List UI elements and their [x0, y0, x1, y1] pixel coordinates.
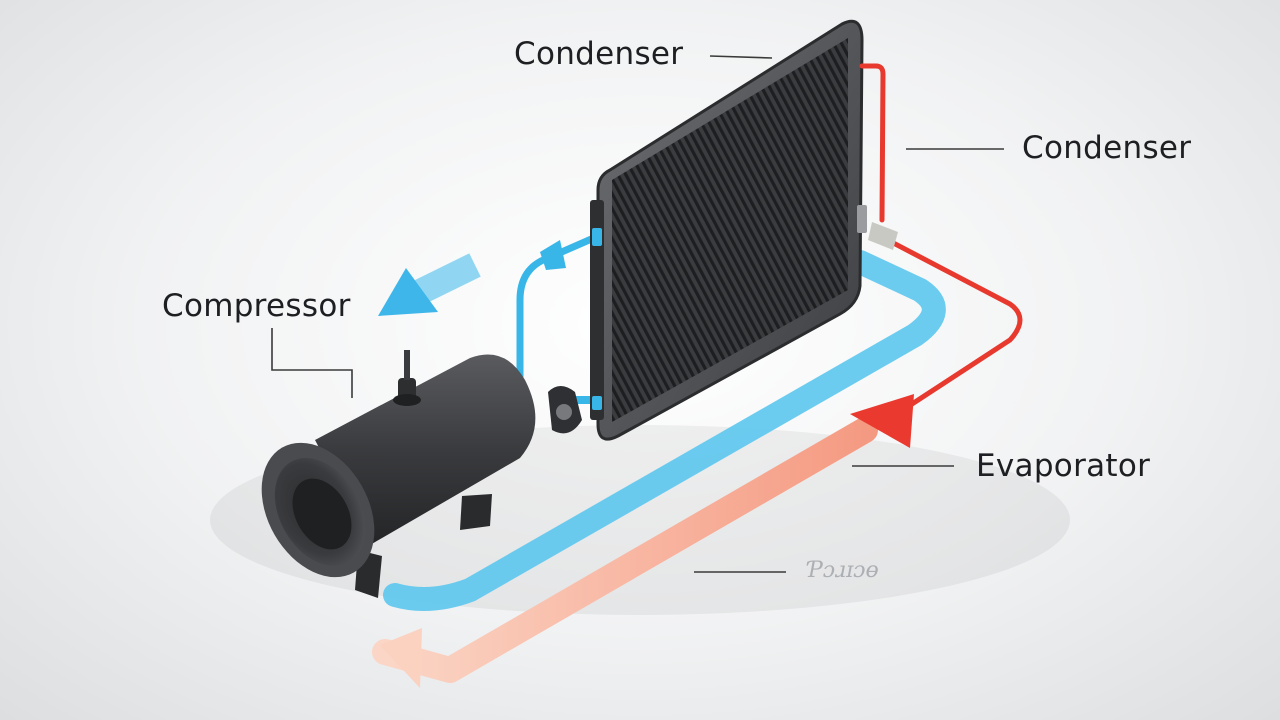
- hot-return-arrowhead: [380, 628, 422, 688]
- hot-line-vertical: [859, 63, 886, 223]
- hot-flow-arrowhead: [850, 394, 914, 448]
- label-compressor: Compressor: [162, 288, 351, 324]
- leader-condenser-top: [709, 55, 773, 59]
- faint-watermark-text: Ƥɔɹɪɔɵ: [808, 558, 879, 583]
- valve-fitting: [868, 222, 898, 250]
- label-evaporator: Evaporator: [976, 448, 1151, 484]
- pipe-arrow: [540, 240, 566, 270]
- cold-loop-line: [383, 250, 946, 611]
- leader-compressor: [271, 328, 353, 398]
- condenser-unit: [590, 19, 867, 441]
- compressor-unit: [261, 350, 582, 598]
- label-condenser-right: Condenser: [1022, 130, 1192, 166]
- hot-line-loop: [877, 233, 1023, 407]
- label-condenser-top: Condenser: [514, 36, 684, 72]
- flow-arrow-shaft: [414, 253, 481, 304]
- flow-arrow-head: [378, 268, 438, 316]
